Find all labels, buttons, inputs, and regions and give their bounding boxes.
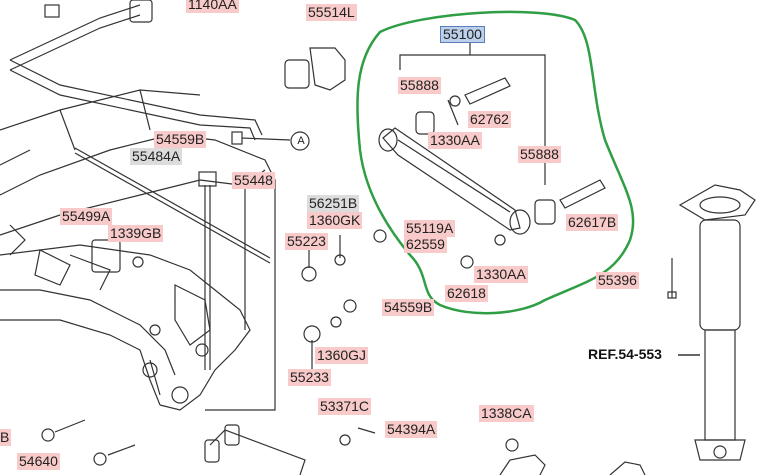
part-label-55448[interactable]: 55448 bbox=[232, 172, 275, 189]
part-label-1330aa-a[interactable]: 1330AA bbox=[428, 132, 482, 149]
part-label-62617b[interactable]: 62617B bbox=[566, 214, 619, 231]
part-label-54640[interactable]: 54640 bbox=[17, 453, 60, 470]
part-label-1339gb[interactable]: 1339GB bbox=[108, 225, 164, 242]
part-label-54394a[interactable]: 54394A bbox=[385, 421, 438, 438]
part-label-55888-b[interactable]: 55888 bbox=[518, 146, 561, 163]
part-label-62559[interactable]: 62559 bbox=[404, 236, 447, 253]
highlight-loop bbox=[356, 10, 635, 315]
part-label-1360gk[interactable]: 1360GK bbox=[307, 212, 363, 229]
part-label-55499a[interactable]: 55499A bbox=[60, 208, 113, 225]
part-label-1140aa[interactable]: 1140AA bbox=[186, 0, 239, 13]
callout-a bbox=[290, 131, 310, 151]
rod-55484a bbox=[74, 147, 271, 259]
part-label-1360gj[interactable]: 1360GJ bbox=[315, 347, 369, 364]
part-label-55514l[interactable]: 55514L bbox=[306, 4, 357, 21]
ref-label[interactable]: REF.54-553 bbox=[588, 346, 662, 362]
part-label-1330aa-b[interactable]: 1330AA bbox=[474, 266, 528, 283]
part-label-62762[interactable]: 62762 bbox=[468, 111, 511, 128]
part-label-55888-a[interactable]: 55888 bbox=[398, 77, 441, 94]
shock-absorber bbox=[667, 184, 756, 461]
part-label-56251b[interactable]: 56251B bbox=[307, 195, 360, 212]
part-label-b[interactable]: B bbox=[0, 429, 12, 446]
part-label-54559b-b[interactable]: 54559B bbox=[382, 299, 435, 316]
part-label-53371c[interactable]: 53371C bbox=[318, 398, 372, 415]
part-label-55484a[interactable]: 55484A bbox=[130, 148, 183, 165]
part-label-55119a[interactable]: 55119A bbox=[404, 220, 456, 237]
part-label-55223[interactable]: 55223 bbox=[285, 233, 328, 250]
stabilizer-bar bbox=[9, 0, 263, 141]
upper-arm-assembly bbox=[378, 77, 606, 269]
part-label-54559b-a[interactable]: 54559B bbox=[154, 131, 207, 148]
part-label-62618[interactable]: 62618 bbox=[445, 285, 488, 302]
part-label-1338ca[interactable]: 1338CA bbox=[479, 405, 534, 422]
part-label-55233[interactable]: 55233 bbox=[288, 369, 331, 386]
part-label-55100[interactable]: 55100 bbox=[440, 26, 485, 43]
callout-a-letter: A bbox=[297, 135, 305, 147]
subframe-crossmember bbox=[0, 89, 276, 411]
part-label-55396[interactable]: 55396 bbox=[596, 272, 639, 289]
bushing-55499a bbox=[91, 239, 121, 273]
